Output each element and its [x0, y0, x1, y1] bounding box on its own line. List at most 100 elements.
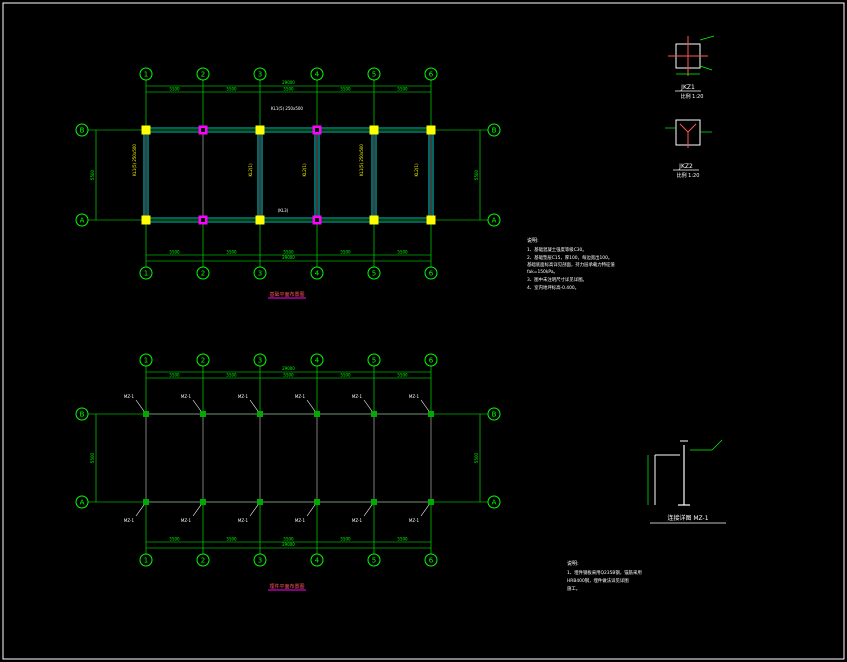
detail3-label: 连接详图 MZ-1 [667, 514, 708, 522]
detail3-leader [711, 439, 723, 451]
span-dim-text: 5500 [397, 373, 408, 378]
total-dim-text: 29000 [282, 80, 295, 85]
embed-plate [257, 411, 263, 417]
embed-tag: MZ-1 [295, 394, 306, 399]
beam-label: (KL3) [278, 208, 289, 213]
axis-label-B: B [80, 411, 85, 419]
side-dim-text: 5500 [474, 169, 479, 180]
embed-plate [371, 411, 377, 417]
embed-tag: MZ-1 [352, 518, 363, 523]
span-dim-text: 5500 [397, 537, 408, 542]
span-dim-text: 5500 [226, 537, 237, 542]
span-dim-text: 5500 [169, 250, 180, 255]
embed-tag: MZ-1 [295, 518, 306, 523]
axis-label-3: 3 [258, 71, 262, 79]
notes1-line-1: 1、基础混凝土强度等级C30。 [527, 246, 587, 253]
embed-plate [314, 499, 320, 505]
plan2-title: 埋件平面布置图 [269, 583, 304, 590]
axis-label-3: 3 [258, 357, 262, 365]
axis-label-6: 6 [429, 357, 434, 365]
embed-plate [143, 499, 149, 505]
axis-label-4: 4 [315, 357, 320, 365]
notes2-line-2: HRB400钢，埋件做法详见详图 [567, 577, 629, 584]
axis-label-2: 2 [201, 557, 205, 565]
detail1-leader [699, 35, 715, 41]
total-dim-text: 29000 [282, 542, 295, 547]
span-dim-text: 5500 [283, 373, 294, 378]
span-dim-text: 5500 [340, 250, 351, 255]
span-dim-text: 5500 [283, 537, 294, 542]
axis-label-4: 4 [315, 557, 320, 565]
column [369, 125, 379, 135]
axis-label-5: 5 [372, 71, 376, 79]
column [255, 125, 265, 135]
notes2-line-3: 施工。 [567, 585, 580, 592]
detail1-leader [699, 65, 713, 71]
axis-label-6: 6 [429, 270, 434, 278]
detail-mz1: 连接详图 MZ-1 [647, 439, 726, 524]
embed-plate [143, 411, 149, 417]
beam-label: KL2(1) [414, 163, 419, 177]
span-dim-text: 5500 [397, 87, 408, 92]
notes1-line-3: 基础底面标高详见剖面，持力层承载力特征值 [527, 261, 615, 268]
embed-tag: MZ-1 [409, 394, 420, 399]
embed-tag: MZ-1 [181, 518, 192, 523]
axis-label-B: B [80, 127, 85, 135]
side-dim-text: 5500 [90, 169, 95, 180]
embed-plate [371, 499, 377, 505]
axis-label-1: 1 [144, 357, 148, 365]
span-dim-text: 5500 [169, 87, 180, 92]
axis-label-5: 5 [372, 357, 376, 365]
axis-label-1: 1 [144, 557, 148, 565]
span-dim-text: 5500 [340, 537, 351, 542]
axis-label-3: 3 [258, 270, 262, 278]
notes2-line-1: 1、埋件钢板采用Q235B钢，锚筋采用 [567, 569, 642, 576]
span-dim-text: 5500 [283, 87, 294, 92]
span-dim-text: 5500 [169, 373, 180, 378]
beam-label: KL1(5) 250x500 [271, 106, 303, 111]
axis-label-A: A [80, 499, 85, 507]
embed-tag: MZ-1 [352, 394, 363, 399]
beam-label: KL2(1) [248, 163, 253, 177]
notes2-heading: 说明: [567, 560, 579, 567]
column-core [201, 128, 205, 132]
column-core [315, 218, 319, 222]
total-dim-text: 29000 [282, 255, 295, 260]
axis-label-6: 6 [429, 71, 434, 79]
span-dim-text: 5500 [397, 250, 408, 255]
axis-label-1: 1 [144, 71, 148, 79]
span-dim-text: 5500 [283, 250, 294, 255]
axis-label-A: A [492, 217, 497, 225]
axis-label-2: 2 [201, 71, 205, 79]
span-dim-text: 5500 [226, 250, 237, 255]
beam-label: KL1(5) 250x500 [132, 144, 137, 176]
axis-label-A: A [492, 499, 497, 507]
notes1-line-5: 3、图中未注明尺寸详见详图。 [527, 276, 587, 283]
embed-tag: MZ-1 [124, 518, 135, 523]
column [141, 215, 151, 225]
embed-plate [200, 411, 206, 417]
side-dim-text: 5500 [474, 452, 479, 463]
embed-tag: MZ-1 [124, 394, 135, 399]
column [141, 125, 151, 135]
axis-label-B: B [492, 127, 497, 135]
embed-tag: MZ-1 [409, 518, 420, 523]
detail1-sub: 比例 1:20 [681, 93, 704, 100]
axis-label-4: 4 [315, 71, 320, 79]
column-core [201, 218, 205, 222]
axis-label-5: 5 [372, 270, 376, 278]
detail1-label: JKZ1 [680, 84, 695, 91]
embed-tag: MZ-1 [238, 394, 249, 399]
axis-label-2: 2 [201, 270, 205, 278]
axis-label-2: 2 [201, 357, 205, 365]
embed-plate [257, 499, 263, 505]
notes1-line-4: fak=150kPa。 [527, 269, 558, 275]
embed-plate [428, 499, 434, 505]
axis-label-5: 5 [372, 557, 376, 565]
beam-label: KL2(1) [302, 163, 307, 177]
span-dim-text: 5500 [169, 537, 180, 542]
detail-jkz1: JKZ1 比例 1:20 [668, 35, 715, 100]
